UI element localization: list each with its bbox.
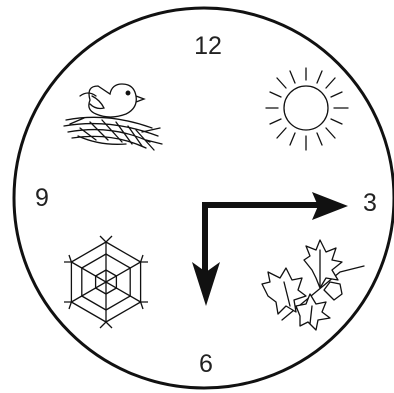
number-6: 6 <box>199 350 213 378</box>
number-9: 9 <box>35 184 49 212</box>
number-3: 3 <box>363 189 377 217</box>
number-12: 12 <box>194 32 222 60</box>
clock-face <box>14 8 394 388</box>
